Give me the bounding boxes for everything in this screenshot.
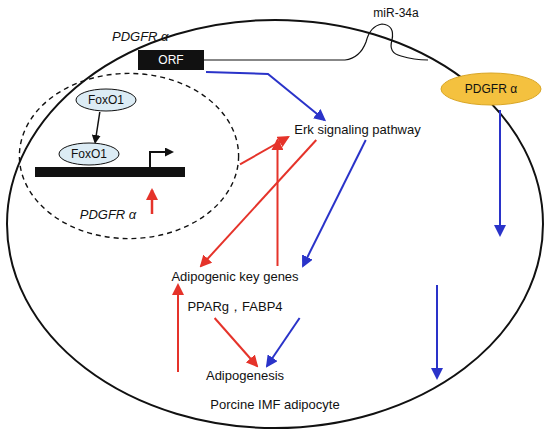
ellipse-shape	[59, 143, 119, 165]
nucleus-outline: PDGFR αFoxO1FoxO1	[18, 72, 240, 240]
arrow-connector	[215, 318, 257, 366]
arrow-connector	[95, 112, 100, 142]
arrow-connector	[267, 318, 300, 366]
orf-box: ORF	[138, 50, 204, 70]
protein-label: PDGFR α	[440, 72, 542, 106]
arrow-connector	[206, 72, 325, 120]
arrow-connector	[303, 140, 366, 266]
protein-oval: FoxO1	[75, 88, 137, 112]
arrow-connector	[240, 137, 288, 164]
ellipse-shape	[441, 73, 541, 105]
pathway-node: Erk signaling pathway	[275, 120, 440, 140]
ellipse-shape	[7, 20, 543, 428]
pathway-label: Erk signaling pathway	[275, 120, 440, 140]
arrow-connector	[201, 140, 316, 266]
downregulation-arrow	[499, 110, 501, 235]
protein-oval: FoxO1	[58, 142, 120, 166]
protein-label: FoxO1	[58, 142, 120, 166]
arrow-connector	[276, 140, 278, 266]
dna-strand	[35, 167, 185, 177]
outcome-node: Adipogenesis	[195, 366, 295, 386]
mirna-label: miR-34a	[366, 4, 426, 22]
mrna-line	[204, 59, 345, 60]
protein-label: FoxO1	[75, 88, 137, 112]
mirna-hairpin	[345, 24, 428, 60]
protein-oval: PDGFR α	[440, 72, 542, 106]
upregulation-arrow	[151, 190, 154, 214]
upregulation-arrow	[177, 285, 179, 372]
gene-label: PDGFR α	[68, 206, 148, 224]
cell-label: Porcine IMF adipocyte	[175, 396, 375, 414]
group-heading: Adipogenic key genes	[150, 268, 320, 286]
downregulation-arrow	[436, 285, 438, 378]
gene-label: PDGFR α	[112, 28, 182, 46]
ellipse-shape	[19, 73, 238, 238]
gene-construct: PDGFR α ORF	[110, 26, 206, 72]
outcome-label: Adipogenesis	[195, 366, 295, 386]
gene-list: PPARg，FABP4	[150, 298, 320, 316]
gene-group-node: Adipogenic key genesPPARg，FABP4	[150, 266, 320, 318]
ellipse-shape	[76, 89, 136, 111]
promoter-arrow	[150, 152, 172, 167]
